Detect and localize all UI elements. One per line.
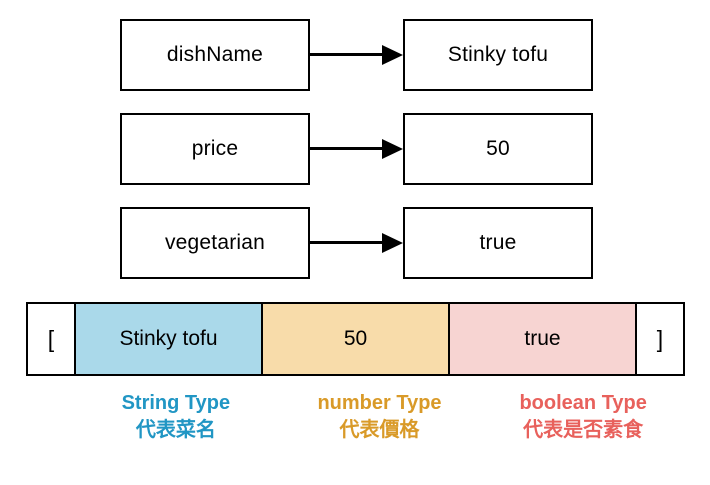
value-label: Stinky tofu bbox=[447, 43, 549, 66]
value-box-price: 50 bbox=[403, 113, 593, 185]
caption-row: String Type 代表菜名 number Type 代表價格 boolea… bbox=[74, 390, 685, 444]
arrow-price bbox=[310, 139, 403, 159]
arrow-dishname bbox=[310, 45, 403, 65]
caption-description: 代表是否素食 bbox=[523, 419, 644, 441]
arrow-head-icon bbox=[382, 45, 403, 65]
caption-string-type: String Type 代表菜名 bbox=[74, 390, 278, 444]
array-strip: [ Stinky tofu 50 true ] bbox=[26, 302, 685, 376]
caption-type-label: number Type bbox=[317, 392, 442, 414]
arrow-line bbox=[310, 241, 388, 244]
value-box-dishname: Stinky tofu bbox=[403, 19, 593, 91]
key-box-dishname: dishName bbox=[120, 19, 310, 91]
caption-number-type: number Type 代表價格 bbox=[278, 390, 482, 444]
key-label: vegetarian bbox=[164, 231, 266, 254]
arrow-vegetarian bbox=[310, 233, 403, 253]
array-open-bracket: [ bbox=[28, 304, 76, 374]
arrow-line bbox=[310, 53, 388, 56]
caption-boolean-type: boolean Type 代表是否素食 bbox=[481, 390, 685, 444]
value-box-vegetarian: true bbox=[403, 207, 593, 279]
arrow-line bbox=[310, 147, 388, 150]
key-label: dishName bbox=[166, 43, 264, 66]
key-box-vegetarian: vegetarian bbox=[120, 207, 310, 279]
arrow-head-icon bbox=[382, 233, 403, 253]
caption-type-label: boolean Type bbox=[519, 392, 647, 414]
caption-description: 代表菜名 bbox=[135, 419, 216, 441]
key-box-price: price bbox=[120, 113, 310, 185]
array-cell-number: 50 bbox=[261, 304, 448, 374]
arrow-head-icon bbox=[382, 139, 403, 159]
key-label: price bbox=[191, 137, 239, 160]
value-label: 50 bbox=[486, 137, 510, 160]
array-close-bracket: ] bbox=[635, 304, 683, 374]
array-cell-boolean: true bbox=[448, 304, 635, 374]
caption-description: 代表價格 bbox=[339, 419, 420, 441]
value-label: true bbox=[479, 231, 517, 254]
caption-type-label: String Type bbox=[121, 392, 231, 414]
array-cell-string: Stinky tofu bbox=[76, 304, 261, 374]
